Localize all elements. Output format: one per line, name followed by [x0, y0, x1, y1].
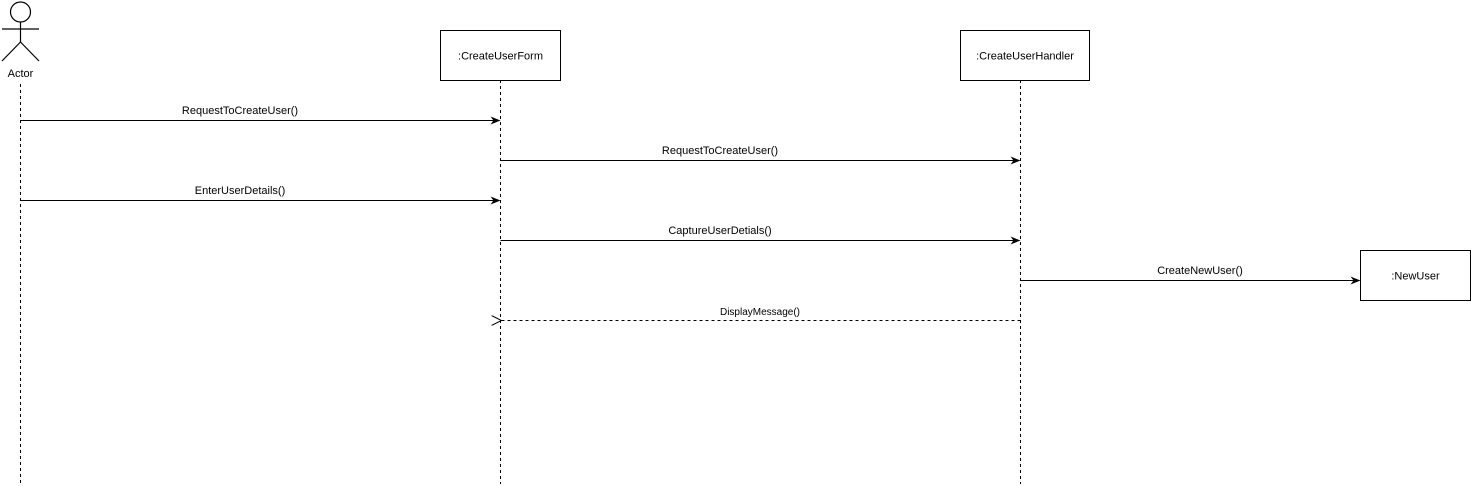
message-request-to-create-user-handler[interactable]: RequestToCreateUser() — [500, 145, 1021, 165]
message-label: RequestToCreateUser() — [662, 145, 778, 157]
message-label: CaptureUserDetials() — [668, 225, 771, 237]
participant-box — [1360, 250, 1471, 301]
message-label: DisplayMessage() — [720, 307, 800, 318]
actor-head — [9, 1, 32, 23]
participant-create-user-form[interactable]: :CreateUserForm — [440, 30, 561, 81]
actor-label: Actor — [8, 68, 34, 80]
participant-new-user[interactable]: :NewUser — [1360, 250, 1471, 301]
actor[interactable]: Actor — [1, 1, 40, 80]
message-label: CreateNewUser() — [1157, 265, 1243, 277]
participant-label: :NewUser — [1391, 271, 1440, 283]
participant-label: :CreateUserHandler — [976, 51, 1074, 63]
actor-right-leg — [20, 41, 40, 62]
message-enter-user-details[interactable]: EnterUserDetails() — [20, 185, 501, 205]
participant-label: :CreateUserForm — [458, 51, 543, 63]
participant-create-user-handler[interactable]: :CreateUserHandler — [960, 30, 1090, 81]
message-label: EnterUserDetails() — [195, 185, 285, 197]
participant-box — [440, 30, 561, 81]
message-capture-user-details[interactable]: CaptureUserDetials() — [500, 225, 1021, 245]
message-label: RequestToCreateUser() — [182, 105, 298, 117]
participant-box — [960, 30, 1090, 81]
message-request-to-create-user[interactable]: RequestToCreateUser() — [20, 105, 501, 125]
message-create-new-user[interactable]: CreateNewUser() — [1020, 265, 1361, 285]
actor-left-leg — [1, 41, 21, 62]
message-display-message[interactable]: DisplayMessage() — [502, 307, 1021, 321]
